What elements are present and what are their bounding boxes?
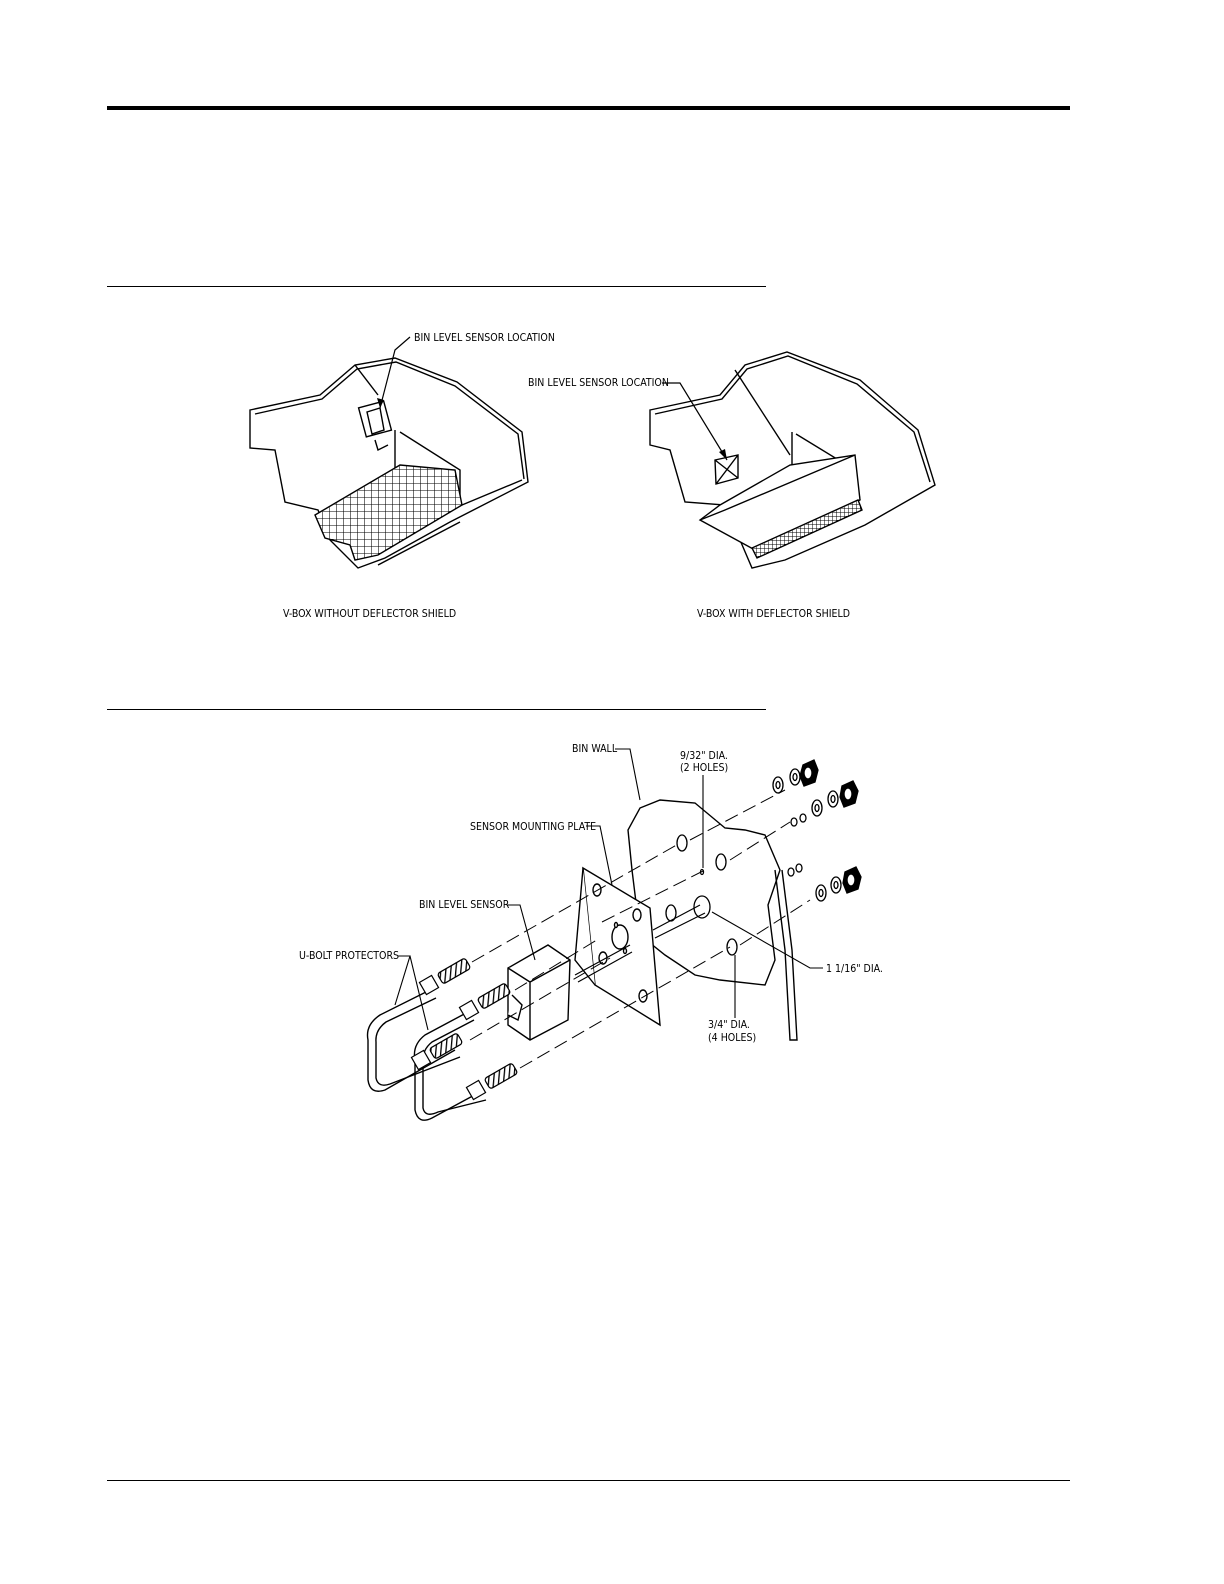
label-small-holes-2: (2 HOLES) [680,762,728,774]
caption-right: V-BOX WITH DEFLECTOR SHIELD [697,608,850,620]
sensor-block-drawing [508,945,570,1040]
label-bin-wall: BIN WALL [572,743,618,755]
label-large-hole: 1 1/16" DIA. [826,963,883,975]
callout-left-text: BIN LEVEL SENSOR LOCATION [414,332,555,344]
label-ubolt-protectors: U-BOLT PROTECTORS [299,950,399,962]
label-mounting-plate: SENSOR MOUNTING PLATE [470,821,596,833]
label-bolt-holes-1: 3/4" DIA. [708,1019,750,1031]
washers-and-nuts [773,760,861,901]
callout-right-text: BIN LEVEL SENSOR LOCATION [528,377,669,389]
caption-left: V-BOX WITHOUT DEFLECTOR SHIELD [283,608,456,620]
vbox-without-shield-drawing [250,358,528,568]
label-bolt-holes-2: (4 HOLES) [708,1032,756,1044]
vbox-with-shield-drawing [650,352,935,568]
label-small-holes-1: 9/32" DIA. [680,750,728,762]
label-bin-level-sensor: BIN LEVEL SENSOR [419,899,510,911]
